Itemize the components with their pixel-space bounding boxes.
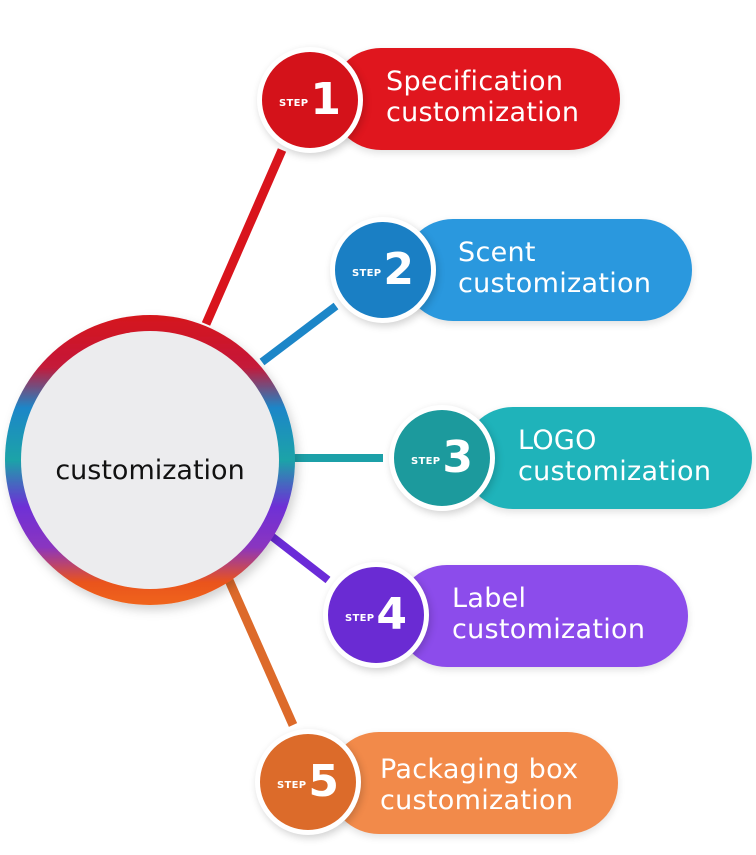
step-2-badge: STEP 2 [330,217,436,323]
step-5-label-line2: customization [380,785,574,816]
step-4-label-line2: customization [452,614,646,645]
step-5-label-line1: Packaging box [380,754,579,785]
step-1-label-line2: customization [386,97,580,128]
step-4-label-line1: Label [452,583,527,614]
step-5-word: STEP [276,779,307,791]
step-2-word: STEP [351,267,382,279]
step-5-label: Packaging box customization [380,754,578,816]
step-4-label: Label customization [452,583,645,645]
step-2-label: Scent customization [458,237,651,299]
step-4-badge: STEP 4 [323,562,429,668]
step-4-pill [396,565,688,667]
connector-step-4 [267,531,331,584]
step-1-label: Specification customization [386,66,579,128]
step-2-label-line1: Scent [458,237,536,268]
step-3-label-line1: LOGO [518,425,597,456]
step-3-pill [462,407,752,509]
step-1-number: 1 [310,74,341,125]
step-5-number: 5 [308,756,339,807]
step-1-badge: STEP 1 [257,47,363,153]
step-3-label: LOGO customization [518,425,711,487]
center-circle-fill [21,331,279,589]
step-1-word: STEP [278,97,309,109]
step-3-word: STEP [410,455,441,467]
connector-step-2 [259,302,339,366]
step-2-pill [402,219,692,321]
step-2-number: 2 [383,244,414,295]
step-5-pill [328,732,618,834]
center-label: customization [55,455,245,486]
step-3-label-line2: customization [518,456,712,487]
step-4-number: 4 [376,589,407,640]
step-4-word: STEP [344,612,375,624]
step-1-label-line1: Specification [386,66,564,97]
step-2-label-line2: customization [458,268,652,299]
step-3-badge: STEP 3 [389,405,495,511]
connector-step-5 [223,576,298,727]
step-3-number: 3 [442,432,473,483]
connector-step-1 [201,148,287,326]
step-1-pill [330,48,620,150]
step-5-badge: STEP 5 [255,729,361,835]
